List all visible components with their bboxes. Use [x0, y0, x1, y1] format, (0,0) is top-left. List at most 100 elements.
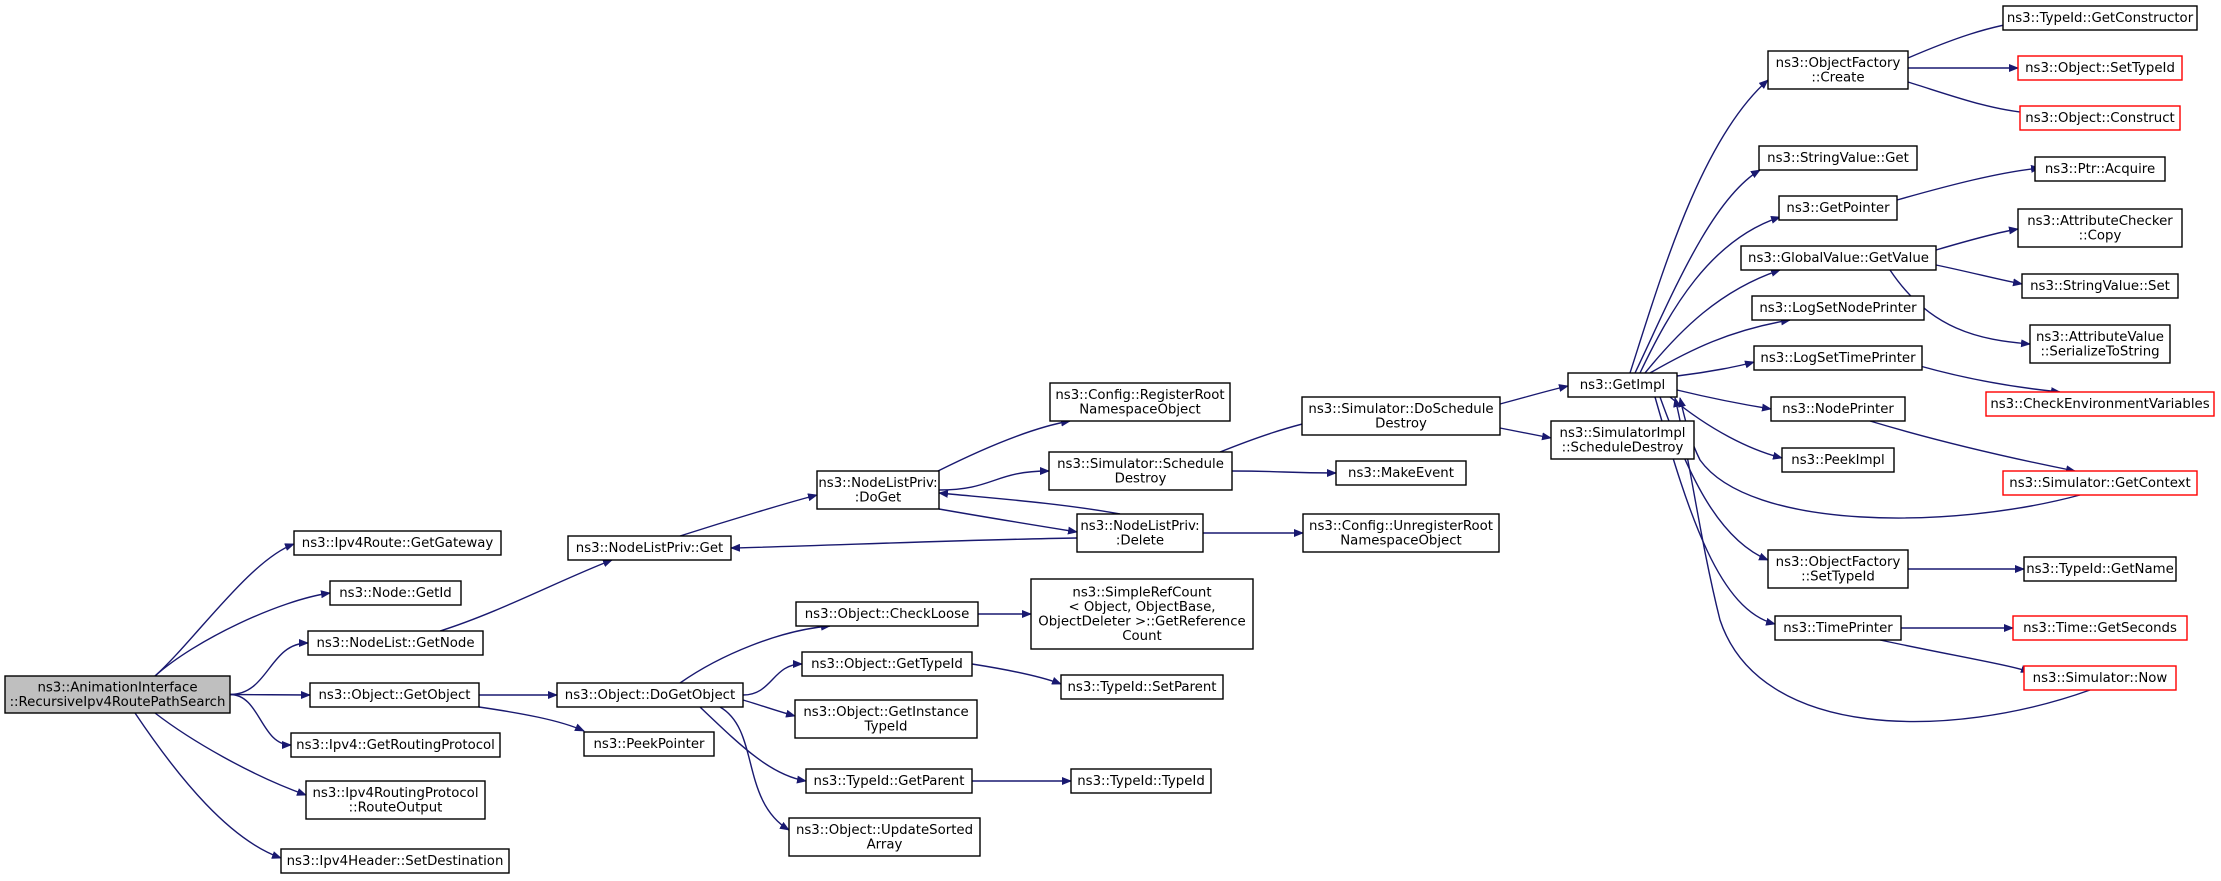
- edge-nodelistpriv-get-to-nodelistpriv-doget: [679, 493, 818, 537]
- node-object-construct[interactable]: ns3::Object::Construct: [2019, 105, 2181, 131]
- edge-getpointer-to-ptr-acquire: [1896, 164, 2041, 201]
- node-ptr-acquire[interactable]: ns3::Ptr::Acquire: [2034, 156, 2166, 182]
- node-label: ::ScheduleDestroy: [1562, 440, 1684, 455]
- node-box: [2012, 615, 2188, 641]
- node-typeid-getparent[interactable]: ns3::TypeId::GetParent: [805, 768, 973, 794]
- node-stringvalue-set[interactable]: ns3::StringValue::Set: [2021, 273, 2179, 299]
- node-checkenvironmentvariables[interactable]: ns3::CheckEnvironmentVariables: [1985, 391, 2215, 417]
- node-box: [1076, 513, 1204, 553]
- node-typeid-typeid[interactable]: ns3::TypeId::TypeId: [1070, 768, 1212, 794]
- node-peekimpl[interactable]: ns3::PeekImpl: [1781, 447, 1895, 473]
- node-label: ns3::Object::Construct: [2025, 111, 2174, 126]
- node-simplerefcount-getreferencecount[interactable]: ns3::SimpleRefCount< Object, ObjectBase,…: [1030, 578, 1254, 650]
- edge-object-dogetobject-to-object-getinstancetypeid: [742, 699, 796, 718]
- node-object-gettypeid[interactable]: ns3::Object::GetTypeId: [801, 651, 973, 677]
- node-nodelistpriv-get[interactable]: ns3::NodeListPriv::Get: [567, 535, 732, 561]
- node-label: ns3::PeekImpl: [1791, 453, 1884, 468]
- node-attributevalue-serializetostring[interactable]: ns3::AttributeValue::SerializeToString: [2029, 324, 2171, 364]
- edge-root-to-ipv4route-getgateway: [154, 543, 295, 677]
- node-stringvalue-get[interactable]: ns3::StringValue::Get: [1758, 145, 1918, 171]
- edge-object-dogetobject-to-object-updatesortedarray: [719, 706, 790, 831]
- node-getpointer[interactable]: ns3::GetPointer: [1778, 195, 1898, 221]
- node-typeid-getname[interactable]: ns3::TypeId::GetName: [2023, 556, 2177, 582]
- node-objectfactory-create[interactable]: ns3::ObjectFactory::Create: [1767, 50, 1909, 90]
- edge-timeprinter-to-simulator-now: [1879, 639, 2031, 673]
- node-simulatorimpl-scheduledestroy[interactable]: ns3::SimulatorImpl::ScheduleDestroy: [1550, 420, 1695, 460]
- edge-globalvalue-getvalue-to-attributevalue-serializetostring: [1889, 269, 2031, 348]
- node-label: ::Copy: [2079, 228, 2122, 243]
- node-label: ns3::Config::UnregisterRoot: [1309, 519, 1493, 534]
- node-box: [794, 699, 978, 739]
- edge-simulator-now-to-getimpl: [1673, 397, 2091, 723]
- node-label: ::RouteOutput: [349, 800, 443, 815]
- node-nodeprinter[interactable]: ns3::NodePrinter: [1770, 396, 1906, 422]
- edge-getimpl-to-globalvalue-getvalue: [1644, 269, 1781, 374]
- node-typeid-getconstructor[interactable]: ns3::TypeId::GetConstructor: [2002, 5, 2198, 31]
- node-ipv4header-setdestination[interactable]: ns3::Ipv4Header::SetDestination: [280, 848, 510, 874]
- node-getimpl[interactable]: ns3::GetImpl: [1567, 372, 1678, 398]
- node-object-settypeid[interactable]: ns3::Object::SetTypeId: [2017, 55, 2183, 81]
- node-label: Destroy: [1115, 471, 1167, 486]
- node-label: ns3::Simulator::GetContext: [2009, 476, 2190, 491]
- node-label: TypeId: [864, 719, 908, 734]
- node-label: ns3::NodeList::GetNode: [316, 636, 474, 651]
- node-box: [293, 530, 502, 556]
- edge-getimpl-to-nodeprinter: [1676, 389, 1772, 412]
- node-label: Destroy: [1375, 416, 1427, 431]
- edge-logsettimeprinter-to-checkenvironmentvariables: [1919, 365, 2061, 396]
- node-makeevent[interactable]: ns3::MakeEvent: [1335, 460, 1467, 486]
- node-ipv4route-getgateway[interactable]: ns3::Ipv4Route::GetGateway: [293, 530, 502, 556]
- node-label: ns3::Object::DoGetObject: [565, 688, 735, 703]
- edge-getimpl-to-stringvalue-get: [1634, 169, 1761, 374]
- edge-simulator-doscheduledestroy-to-getimpl: [1499, 384, 1569, 405]
- node-peekpointer[interactable]: ns3::PeekPointer: [583, 731, 715, 757]
- node-object-checkloose[interactable]: ns3::Object::CheckLoose: [795, 601, 979, 627]
- node-label: ns3::Ipv4RoutingProtocol: [312, 786, 478, 801]
- node-box: [290, 732, 501, 758]
- node-root[interactable]: ns3::AnimationInterface::RecursiveIpv4Ro…: [4, 675, 231, 714]
- node-ipv4routingprotocol-routeoutput[interactable]: ns3::Ipv4RoutingProtocol::RouteOutput: [305, 780, 486, 820]
- node-label: ::Create: [1811, 70, 1864, 85]
- node-attributechecker-copy[interactable]: ns3::AttributeChecker::Copy: [2017, 208, 2183, 248]
- node-box: [1781, 447, 1895, 473]
- node-typeid-setparent[interactable]: ns3::TypeId::SetParent: [1060, 674, 1224, 700]
- node-box: [2034, 156, 2166, 182]
- node-label: ns3::NodeListPriv:: [1080, 519, 1199, 534]
- node-globalvalue-getvalue[interactable]: ns3::GlobalValue::GetValue: [1740, 245, 1937, 271]
- node-box: [1550, 420, 1695, 460]
- node-simulator-now[interactable]: ns3::Simulator::Now: [2023, 665, 2177, 691]
- node-box: [1767, 50, 1909, 90]
- node-time-getseconds[interactable]: ns3::Time::GetSeconds: [2012, 615, 2188, 641]
- node-simulator-scheduledestroy[interactable]: ns3::Simulator::ScheduleDestroy: [1048, 451, 1233, 491]
- node-box: [1049, 382, 1231, 422]
- node-nodelistpriv-delete[interactable]: ns3::NodeListPriv::Delete: [1076, 513, 1204, 553]
- node-nodelist-getnode[interactable]: ns3::NodeList::GetNode: [307, 630, 484, 656]
- node-object-dogetobject[interactable]: ns3::Object::DoGetObject: [556, 682, 744, 708]
- node-nodelistpriv-doget[interactable]: ns3::NodeListPriv::DoGet: [816, 470, 940, 510]
- node-ipv4-getroutingprotocol[interactable]: ns3::Ipv4::GetRoutingProtocol: [290, 732, 501, 758]
- node-box: [2023, 556, 2177, 582]
- node-box: [2017, 208, 2183, 248]
- node-config-unregisterroot[interactable]: ns3::Config::UnregisterRootNamespaceObje…: [1302, 513, 1500, 553]
- node-label: ns3::Time::GetSeconds: [2023, 621, 2177, 636]
- node-timeprinter[interactable]: ns3::TimePrinter: [1774, 615, 1902, 641]
- node-objectfactory-settypeid[interactable]: ns3::ObjectFactory::SetTypeId: [1767, 549, 1909, 589]
- node-box: [801, 651, 973, 677]
- node-node-getid[interactable]: ns3::Node::GetId: [329, 580, 462, 606]
- node-label: ns3::AttributeChecker: [2027, 214, 2173, 229]
- node-label: :Delete: [1116, 533, 1164, 548]
- node-label: ns3::Ipv4Header::SetDestination: [287, 854, 504, 869]
- node-label: ns3::NodePrinter: [1782, 402, 1894, 417]
- node-logsettimeprinter[interactable]: ns3::LogSetTimePrinter: [1753, 345, 1923, 371]
- node-object-getobject[interactable]: ns3::Object::GetObject: [309, 682, 480, 708]
- node-box: [1985, 391, 2215, 417]
- node-box: [2017, 55, 2183, 81]
- node-label: ns3::SimulatorImpl: [1560, 426, 1686, 441]
- node-logsetnodeprinter[interactable]: ns3::LogSetNodePrinter: [1751, 295, 1925, 321]
- node-label: ns3::Simulator::Now: [2033, 671, 2168, 686]
- node-simulator-getcontext[interactable]: ns3::Simulator::GetContext: [2002, 470, 2198, 496]
